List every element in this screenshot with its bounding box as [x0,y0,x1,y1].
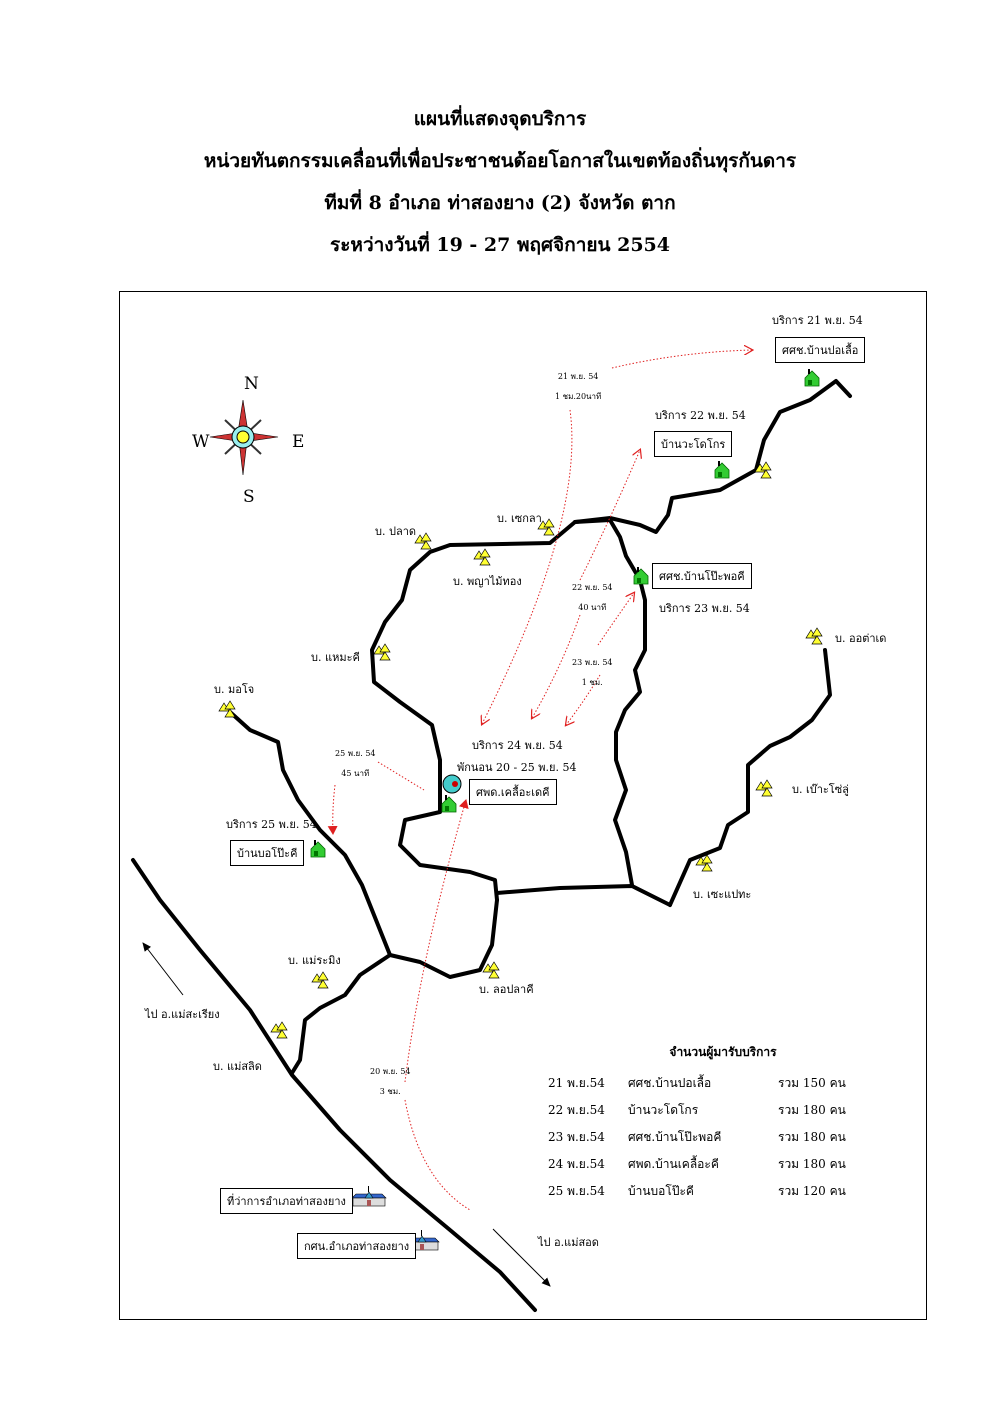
route-time: 40 นาที [578,603,607,612]
route-time: 1 ชม.20นาที [555,392,602,401]
legend-row: 21 พ.ย.54 ศศช.บ้านปอเลื้อ รวม 150 คน [548,1070,858,1097]
service-caption: บริการ 22 พ.ย. 54 [655,409,746,422]
legend-row: 23 พ.ย.54 ศศช.บ้านโป๊ะพอคี รวม 180 คน [548,1124,858,1151]
office-box: ที่ว่าการอำเภอท่าสองยาง [220,1188,353,1214]
compass-south: S [243,487,255,507]
village-label: บ. เซกลา [497,512,542,525]
road-southeast [668,648,832,907]
service-point-box: ศศช.บ้านโป๊ะพอคี [652,563,752,589]
legend-date: 22 พ.ย.54 [548,1103,605,1117]
village-label: บ. เบ๊าะโซ่ลู่ [792,783,849,796]
route-date: 20 พ.ย. 54 [370,1067,411,1076]
legend-total: รวม 180 คน [778,1157,846,1171]
village-label: บ. ลอปลาคี [479,983,534,996]
village-label: บ. ออต่าเด [835,632,887,645]
title-line-2: หน่วยทันตกรรมเคลื่อนที่เพื่อประชาชนด้อยโ… [203,150,797,172]
service-point-box: บ้านวะโดโกร [654,431,733,457]
route-23 [597,593,634,646]
direction-northwest: ไป อ.แม่สะเรียง [145,1008,220,1021]
route-label: 23 พ.ย. 54 1 ชม. [572,653,613,693]
service-point-box: บ้านบอโป๊ะคี [230,840,305,866]
route-time: 1 ชม. [581,678,603,687]
route-20 [404,799,469,1083]
direction-southeast: ไป อ.แม่สอด [538,1236,599,1249]
compass-east: E [292,432,305,452]
legend-total: รวม 150 คน [778,1076,846,1090]
route-time: 3 ชม. [379,1087,401,1096]
village-label: บ. มอโจ [214,683,255,696]
service-point-box: ศพด.เคลื้อะเดคี [469,779,557,805]
legend-total: รวม 180 คน [778,1103,846,1117]
route-date: 23 พ.ย. 54 [572,658,613,667]
road-east [573,379,852,534]
road-mojo [228,710,392,957]
route-25 [327,784,338,835]
village-label: บ. ปลาด [375,525,417,538]
arrow-northwest [142,942,184,996]
title-line-1: แผนที่แสดงจุดบริการ [413,108,587,130]
route-label: 22 พ.ย. 54 40 นาที [572,578,613,618]
route-date: 25 พ.ย. 54 [335,749,376,758]
route-21-south [482,409,573,724]
route-label: 20 พ.ย. 54 3 ชม. [370,1062,411,1102]
route-time: 45 นาที [341,769,370,778]
village-label: บ. พญาไม้ทอง [453,575,522,588]
road-branch-south [290,898,499,1075]
road-main [131,858,537,1312]
route-label: 25 พ.ย. 54 45 นาที [335,744,376,784]
service-caption: บริการ 23 พ.ย. 54 [659,602,750,615]
route-25-tail [377,761,425,791]
legend-place: บ้านบอโป๊ะคี [628,1184,694,1198]
route-label: 21 พ.ย. 54 1 ชม.20นาที [555,367,601,407]
title-line-3: ทีมที่ 8 อำเภอ ท่าสองยาง (2) จังหวัด ตาก [324,192,676,214]
route-22-return [532,614,581,718]
title-line-4: ระหว่างวันที่ 19 - 27 พฤศจิกายน 2554 [330,234,670,256]
service-caption: บริการ 21 พ.ย. 54 [772,314,863,327]
village-label: บ. แหมะคี [311,651,360,664]
legend-row: 25 พ.ย.54 บ้านบอโป๊ะคี รวม 120 คน [548,1178,858,1205]
legend-total: รวม 120 คน [778,1184,846,1198]
route-date: 21 พ.ย. 54 [557,372,599,381]
compass-west: W [192,432,210,452]
service-caption: บริการ 25 พ.ย. 54 [226,818,317,831]
village-label: บ. แม่สลิด [213,1060,262,1073]
legend-place: ศศช.บ้านปอเลื้อ [628,1076,712,1090]
compass-rose-icon [209,399,279,476]
legend-date: 21 พ.ย.54 [548,1076,605,1090]
legend-row: 24 พ.ย.54 ศพด.บ้านเคลื้อะคี รวม 180 คน [548,1151,858,1178]
legend-place: ศพด.บ้านเคลื้อะคี [628,1157,719,1171]
legend-place: บ้านวะโดโกร [628,1103,699,1117]
legend-date: 24 พ.ย.54 [548,1157,605,1171]
service-caption: บริการ 24 พ.ย. 54 [472,739,563,752]
road-loop [370,518,647,902]
route-20-tail [404,1099,471,1211]
map-frame [119,291,927,1320]
legend-date: 23 พ.ย.54 [548,1130,605,1144]
legend-total: รวม 180 คน [778,1130,846,1144]
service-count-legend: จำนวนผู้มารับบริการ 21 พ.ย.54 ศศช.บ้านปอเ… [548,1043,858,1205]
route-21 [611,350,752,369]
village-label: บ. เซะแปทะ [693,888,752,901]
service-caption-stay: พักนอน 20 - 25 พ.ย. 54 [457,761,577,774]
compass-north: N [244,374,259,394]
legend-date: 25 พ.ย.54 [548,1184,605,1198]
village-label: บ. แม่ระมิง [288,954,341,967]
route-22 [579,450,640,581]
office-box: กศน.อำเภอท่าสองยาง [297,1233,417,1259]
house-icons [310,368,820,858]
legend-place: ศศช.บ้านโป๊ะพอคี [628,1130,722,1144]
arrow-southeast [492,1228,551,1287]
route-date: 22 พ.ย. 54 [572,583,613,592]
legend-title: จำนวนผู้มารับบริการ [669,1045,777,1059]
legend-row: 22 พ.ย.54 บ้านวะโดโกร รวม 180 คน [548,1097,858,1124]
route-23-return [566,674,601,725]
road-loop-bottom [495,884,672,907]
service-point-box: ศศช.บ้านปอเลื้อ [775,337,866,363]
